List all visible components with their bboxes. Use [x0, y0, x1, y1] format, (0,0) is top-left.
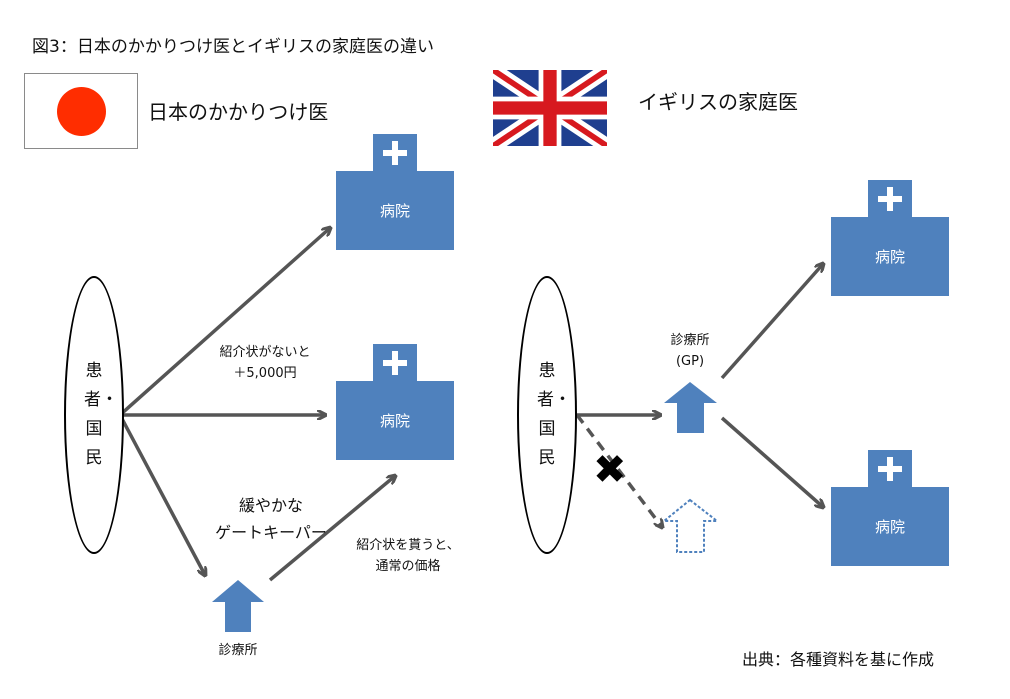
source-note: 出典：各種資料を基に作成 — [742, 650, 935, 669]
referral-note-line1: 紹介状がないと — [219, 345, 311, 360]
japan-flag-sun — [57, 87, 106, 136]
uk-hospital-bottom: 病院 — [831, 450, 949, 566]
gp-label-line1: 診療所 — [670, 333, 710, 348]
japan-hospital-top: 病院 — [336, 134, 454, 250]
gatekeeper-line2: ゲートキーパー — [215, 523, 327, 542]
hospital-label: 病院 — [379, 202, 410, 220]
japan-heading: 日本のかかりつけ医 — [148, 100, 329, 124]
hospital-label: 病院 — [874, 518, 905, 536]
blocked-clinic-arrow-icon — [661, 498, 720, 553]
uk-patients-ellipse: 患者・国民 — [517, 276, 577, 554]
uk-flag — [493, 70, 607, 146]
gp-label: 診療所 (GP) — [650, 330, 730, 372]
uk-patients-label: 患者・国民 — [537, 361, 571, 468]
uk-hospital-top: 病院 — [831, 180, 949, 296]
figure-title: 図3：日本のかかりつけ医とイギリスの家庭医の違い — [32, 37, 434, 57]
clinic-label: 診療所 — [218, 643, 258, 658]
with-referral-line1: 紹介状を貰うと、 — [356, 538, 460, 553]
clinic-arrow-icon — [212, 580, 264, 632]
japan-hospital-mid: 病院 — [336, 344, 454, 460]
hospital-cross-icon — [868, 180, 912, 217]
hospital-cross-icon — [373, 134, 417, 171]
gp-label-line2: (GP) — [675, 354, 705, 369]
hospital-label: 病院 — [874, 248, 905, 266]
with-referral-line2: 通常の価格 — [375, 559, 441, 574]
arrow-gp-to-hospital-bottom — [720, 416, 823, 507]
uk-heading: イギリスの家庭医 — [638, 90, 798, 114]
arrow-gp-to-hospital-top — [720, 264, 823, 380]
referral-note-line2: ＋5,000円 — [233, 366, 297, 381]
gp-arrow-icon — [664, 382, 717, 433]
japan-patients-ellipse: 患者・国民 — [64, 276, 124, 554]
hospital-cross-icon — [373, 344, 417, 381]
hospital-label: 病院 — [379, 412, 410, 430]
with-referral-note: 紹介状を貰うと、 通常の価格 — [338, 535, 478, 577]
referral-note: 紹介状がないと ＋5,000円 — [205, 342, 325, 384]
japan-flag — [24, 73, 138, 149]
gatekeeper-line1: 緩やかな — [238, 496, 303, 515]
arrow-patients-to-hospital-top — [118, 228, 330, 417]
arrow-uk-patients-blocked — [575, 413, 662, 527]
arrow-clinic-to-hospital — [268, 476, 395, 582]
arrow-patients-to-clinic — [118, 414, 205, 575]
japan-patients-label: 患者・国民 — [84, 361, 118, 468]
hospital-cross-icon — [868, 450, 912, 487]
gatekeeper-label: 緩やかな ゲートキーパー — [196, 492, 346, 546]
blocked-x-icon: ✖ — [593, 447, 627, 493]
